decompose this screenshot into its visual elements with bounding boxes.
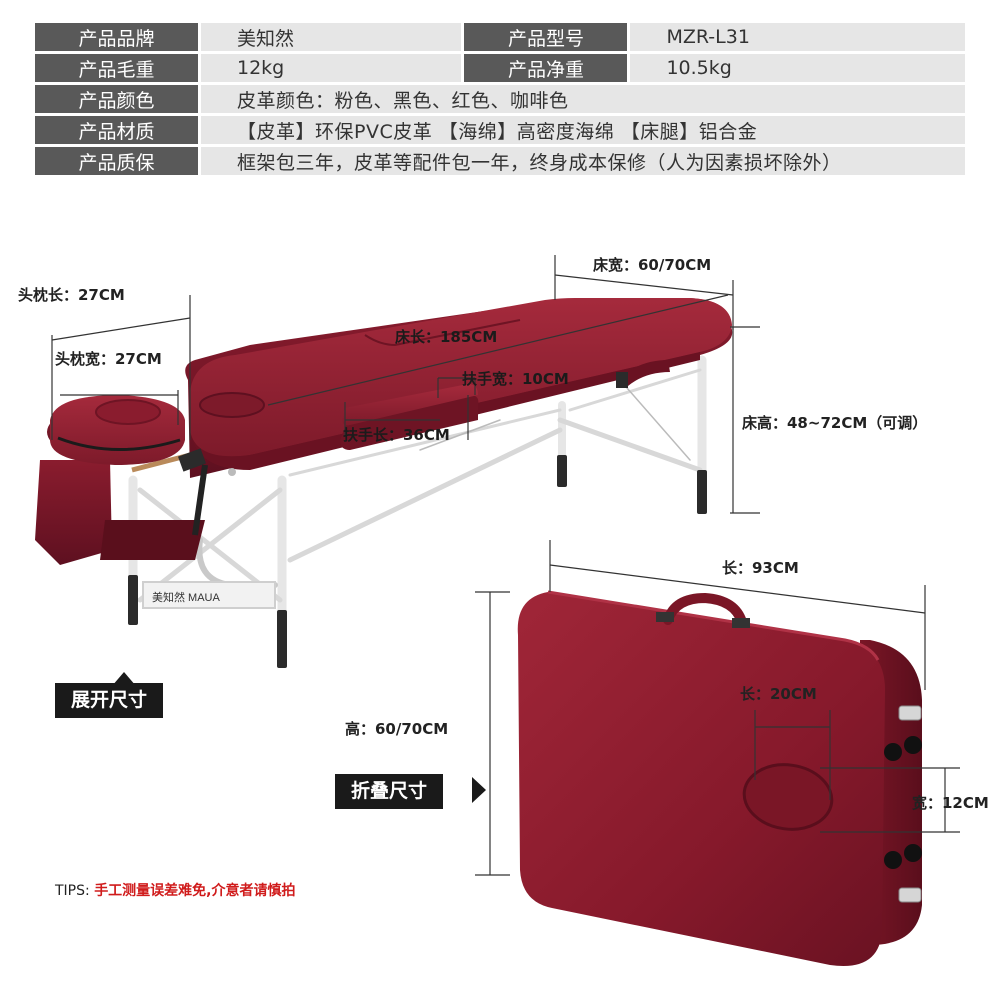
spec-row-warranty: 产品质保 框架包三年，皮革等配件包一年，终身成本保修（人为因素损坏除外）: [35, 147, 965, 175]
spec-label: 产品材质: [35, 116, 198, 144]
dim-armrest-width: 扶手宽：10CM: [462, 370, 569, 388]
spec-value: 12kg: [201, 54, 462, 82]
dim-folded-length: 长：93CM: [722, 559, 799, 577]
spec-label: 产品品牌: [35, 23, 198, 51]
bed-frame: [128, 355, 707, 625]
spec-label: 产品质保: [35, 147, 198, 175]
spec-label: 产品颜色: [35, 85, 198, 113]
dim-headrest-width: 头枕宽：27CM: [55, 350, 162, 368]
dim-bed-width: 床宽：60/70CM: [593, 256, 712, 274]
spec-value: 10.5kg: [630, 54, 965, 82]
spec-value: 框架包三年，皮革等配件包一年，终身成本保修（人为因素损坏除外）: [201, 147, 965, 175]
case-hinges: [884, 705, 922, 903]
tips-prefix: TIPS:: [55, 883, 95, 899]
folded-badge-arrow: [472, 777, 486, 803]
spec-row-color: 产品颜色 皮革颜色：粉色、黑色、红色、咖啡色: [35, 85, 965, 113]
folded-dimension-lines: [475, 540, 960, 876]
unfolded-size-badge: 展开尺寸: [55, 683, 164, 718]
dim-bed-length: 床长：185CM: [395, 328, 498, 346]
unfolded-badge-arrow: [112, 672, 136, 686]
spec-row-weight: 产品毛重 12kg 产品净重 10.5kg: [35, 54, 965, 82]
bed-leg-feet: [128, 455, 707, 668]
spec-table: 产品品牌 美知然 产品型号 MZR-L31 产品毛重 12kg 产品净重 10.…: [35, 20, 965, 178]
headrest: [47, 395, 185, 465]
dim-armrest-length: 扶手长：36CM: [343, 426, 450, 444]
dim-handle-length: 长：20CM: [740, 685, 817, 703]
folded-size-badge: 折叠尺寸: [335, 774, 444, 809]
spec-row-brand: 产品品牌 美知然 产品型号 MZR-L31: [35, 23, 965, 51]
unfolded-bed: 美知然 MAUA: [35, 298, 733, 668]
unfolded-dimension-lines: [51, 255, 760, 514]
dim-headrest-length: 头枕长：27CM: [18, 286, 125, 304]
face-cradle-sling: [35, 452, 205, 565]
tips-text: 手工测量误差难免,介意者请慎拍: [94, 883, 296, 899]
spec-label: 产品毛重: [35, 54, 198, 82]
spec-label: 产品型号: [464, 23, 628, 51]
hinge-bracket: [177, 448, 236, 536]
spec-value: 美知然: [201, 23, 462, 51]
brand-plate: 美知然 MAUA: [152, 590, 220, 604]
spec-row-material: 产品材质 【皮革】环保PVC皮革 【海绵】高密度海绵 【床腿】铝合金: [35, 116, 965, 144]
armrest: [340, 384, 479, 450]
folded-case: [517, 590, 922, 966]
spec-value: MZR-L31: [630, 23, 965, 51]
spec-label: 产品净重: [464, 54, 628, 82]
dim-bed-height: 床高：48~72CM（可调）: [742, 414, 928, 432]
tips-note: TIPS: 手工测量误差难免,介意者请慎拍: [55, 880, 296, 900]
dim-handle-width: 宽：12CM: [912, 794, 989, 812]
spec-value: 【皮革】环保PVC皮革 【海绵】高密度海绵 【床腿】铝合金: [201, 116, 965, 144]
dim-folded-height: 高：60/70CM: [345, 720, 449, 738]
spec-value: 皮革颜色：粉色、黑色、红色、咖啡色: [201, 85, 965, 113]
